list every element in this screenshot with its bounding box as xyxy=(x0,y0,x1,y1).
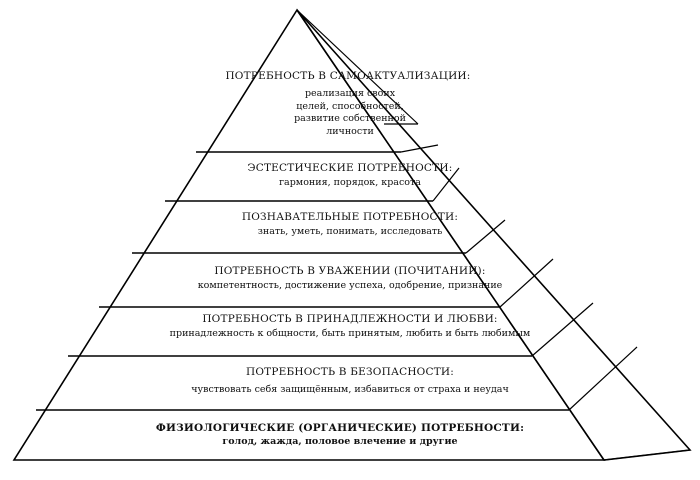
tier-title: ПОТРЕБНОСТЬ В БЕЗОПАСНОСТИ: xyxy=(245,366,455,378)
tier-description: компетентность, достижение успеха, одобр… xyxy=(197,280,503,291)
side-inner-edge xyxy=(296,9,419,125)
tier-title: ПОТРЕБНОСТЬ В САМОАКТУАЛИЗАЦИИ: xyxy=(225,70,471,82)
side-divider-2 xyxy=(400,144,439,153)
tier-title: ПОТРЕБНОСТЬ В ПРИНАДЛЕЖНОСТИ И ЛЮБВИ: xyxy=(202,313,498,325)
tier-description: гармония, порядок, красота xyxy=(279,177,421,188)
desc-line: личности xyxy=(326,125,374,137)
tier-description: реализация своих целей, способностей, ра… xyxy=(0,88,700,138)
tier-description: чувствовать себя защищённым, избавиться … xyxy=(191,384,509,395)
side-divider-3 xyxy=(432,167,460,202)
desc-line: целей, способностей, xyxy=(296,100,404,112)
tier-title: ПОЗНАВАТЕЛЬНЫЕ ПОТРЕБНОСТИ: xyxy=(241,211,459,223)
tier-description: принадлежность к общности, быть принятым… xyxy=(169,328,531,339)
tier-description: голод, жажда, половое влечение и другие xyxy=(222,436,458,447)
desc-line: развитие собственной xyxy=(294,113,406,124)
tier-title: ЭСТЕСТИЧЕСКИЕ ПОТРЕБНОСТИ: xyxy=(247,162,453,174)
desc-line: реализация своих xyxy=(304,88,396,99)
tier-title: ФИЗИОЛОГИЧЕСКИЕ (ОРГАНИЧЕСКИЕ) ПОТРЕБНОС… xyxy=(155,422,525,434)
tier-description: знать, уметь, понимать, исследовать xyxy=(257,226,443,237)
side-divider-7 xyxy=(568,346,638,411)
side-divider-5 xyxy=(499,258,554,308)
tier-title: ПОТРЕБНОСТЬ В УВАЖЕНИИ (ПОЧИТАНИИ): xyxy=(214,265,486,277)
side-divider-6 xyxy=(531,302,594,357)
side-divider-8 xyxy=(603,449,691,461)
side-divider-4 xyxy=(465,219,506,254)
